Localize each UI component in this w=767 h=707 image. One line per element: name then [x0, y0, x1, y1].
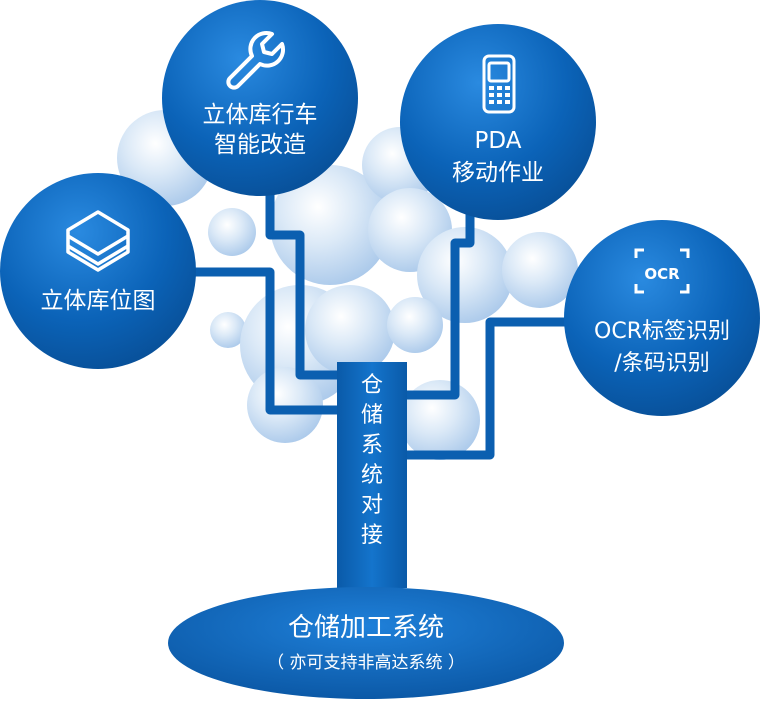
trunk-char: 统 — [361, 463, 383, 488]
node-ocr: OCR OCR标签识别 /条码识别 — [564, 220, 760, 416]
node-pda-line1: PDA — [475, 128, 522, 154]
branch-crane — [265, 190, 345, 380]
branch-pda — [405, 210, 475, 400]
base-title: 仓储加工系统 — [288, 613, 444, 643]
layers-icon — [66, 210, 130, 272]
node-crane-line1: 立体库行车 — [203, 102, 318, 128]
trunk-char: 接 — [361, 523, 383, 548]
node-location-map-label: 立体库位图 — [41, 288, 156, 314]
wrench-icon — [226, 30, 286, 90]
node-crane: 立体库行车 智能改造 — [162, 0, 358, 196]
node-pda: PDA 移动作业 — [400, 24, 596, 220]
trunk-char: 对 — [361, 493, 383, 518]
pda-device-icon — [482, 54, 516, 114]
branch-connectors — [185, 190, 575, 460]
branch-location-map — [185, 267, 345, 415]
trunk — [337, 362, 407, 588]
node-location-map: 立体库位图 — [0, 173, 196, 369]
trunk-char: 系 — [361, 433, 383, 458]
ocr-scan-icon — [634, 248, 690, 294]
node-ocr-line1: OCR标签识别 — [594, 319, 730, 344]
base-node: 仓储加工系统 （ 亦可支持非高达系统 ） — [168, 587, 564, 699]
ocr-icon-text: OCR — [644, 265, 680, 283]
node-ocr-line2: /条码识别 — [614, 351, 709, 376]
node-pda-line2: 移动作业 — [452, 160, 544, 186]
node-crane-line2: 智能改造 — [214, 132, 306, 158]
base-subtitle: （ 亦可支持非高达系统 ） — [267, 653, 465, 673]
trunk-label: 仓 储 系 统 对 接 — [361, 373, 383, 548]
trunk-char: 储 — [361, 403, 383, 428]
branch-ocr — [405, 317, 575, 460]
trunk-char: 仓 — [361, 373, 383, 398]
